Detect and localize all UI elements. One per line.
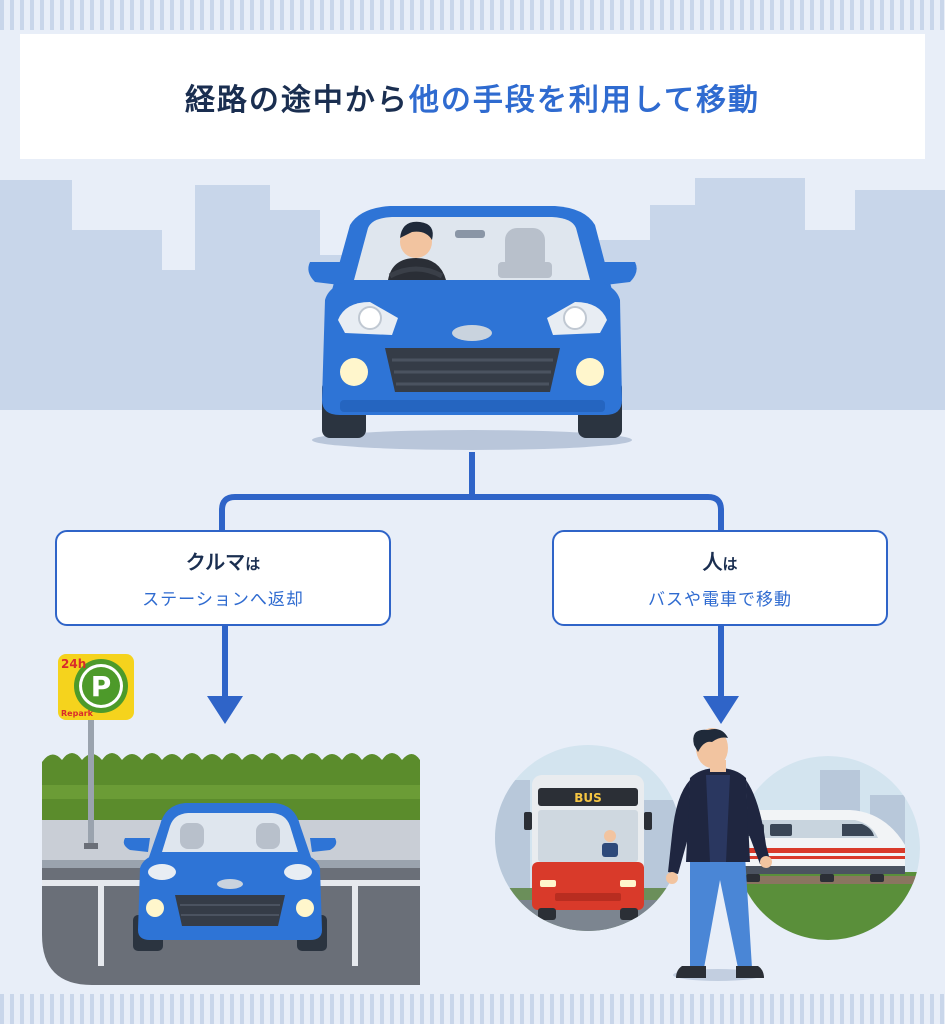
option-person-particle: は xyxy=(722,555,738,573)
tree-connector xyxy=(219,452,724,700)
option-car-particle: は xyxy=(245,555,261,573)
option-person-head: 人 xyxy=(702,550,723,574)
parking-sign-brand: Repark xyxy=(61,709,94,718)
bottom-stripe-border xyxy=(0,994,945,1024)
option-car-heading: クルマは xyxy=(186,546,260,575)
option-box-car: クルマは ステーションへ返却 xyxy=(55,530,391,626)
parking-sign-hours: 24h xyxy=(61,657,86,671)
option-person-subtitle: バスや電車で移動 xyxy=(648,590,792,610)
bus-destination-sign: BUS xyxy=(574,791,602,805)
option-box-person: 人は バスや電車で移動 xyxy=(552,530,888,626)
parked-car xyxy=(123,803,337,951)
bus-scene: BUS xyxy=(495,745,681,931)
left-arrow-head xyxy=(207,696,243,724)
right-arrow-head xyxy=(703,696,739,724)
option-person-heading: 人は xyxy=(702,546,737,575)
page-title: 経路の途中から他の手段を利用して移動 xyxy=(185,75,760,119)
title-part-dark: 経路の途中から xyxy=(184,82,409,118)
top-stripe-border xyxy=(0,0,945,30)
standing-man xyxy=(666,728,772,981)
parking-scene: P 24h Repark xyxy=(42,654,420,985)
main-car-with-driver xyxy=(308,206,637,450)
title-panel: 経路の途中から他の手段を利用して移動 xyxy=(20,34,925,159)
option-car-subtitle: ステーションへ返却 xyxy=(142,590,304,610)
title-part-blue: 他の手段を利用して移動 xyxy=(408,82,761,118)
option-car-head: クルマ xyxy=(185,550,246,574)
parking-sign-letter: P xyxy=(91,670,112,703)
